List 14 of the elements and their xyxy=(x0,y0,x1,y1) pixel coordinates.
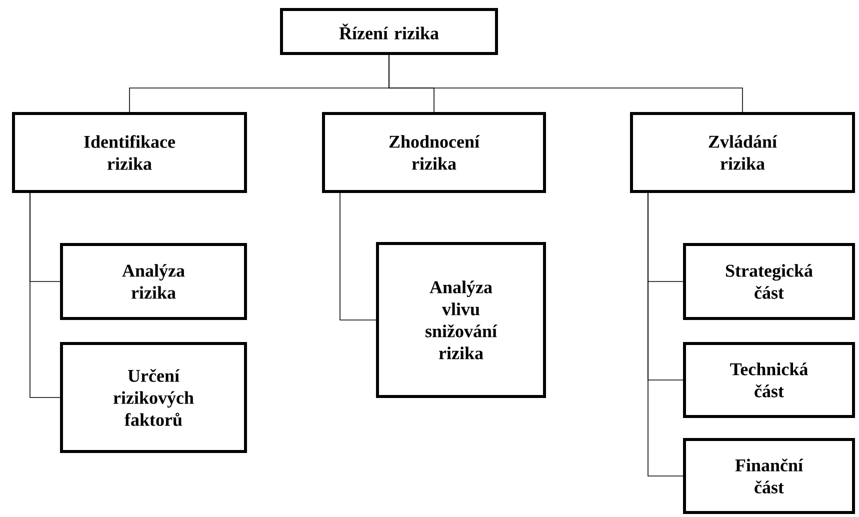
process-box: Zhodnocení rizika xyxy=(322,112,546,193)
process-box: Určení rizikových faktorů xyxy=(60,342,247,453)
process-box: Identifikace rizika xyxy=(12,112,247,193)
connector-line xyxy=(388,54,743,112)
process-box: Technická část xyxy=(683,342,855,418)
connector-line xyxy=(30,192,60,398)
process-box: Analýza rizika xyxy=(60,243,247,320)
process-box: Strategická část xyxy=(683,243,855,320)
connector-line xyxy=(340,192,376,320)
process-box: Zvládání rizika xyxy=(630,112,855,193)
connector-line xyxy=(648,192,684,476)
process-box: Analýza vlivu snižování rizika xyxy=(376,242,546,398)
process-box: Finanční část xyxy=(683,438,855,514)
process-box: Řízení rizika xyxy=(280,8,498,55)
